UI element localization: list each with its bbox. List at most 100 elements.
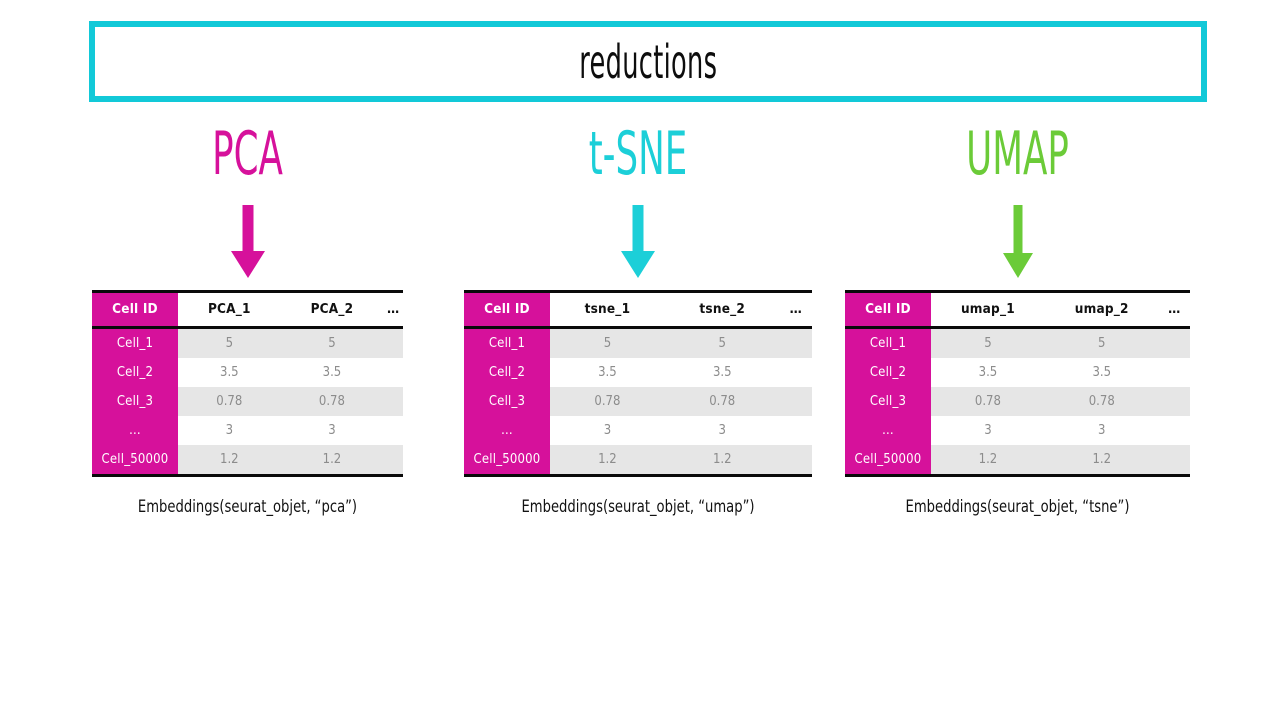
table-header-row: Cell ID PCA_1 PCA_2 … bbox=[92, 291, 403, 328]
cell-value-more bbox=[383, 416, 403, 445]
reduction-column-tsne: t-SNE Cell ID tsne_1 tsne_2 … Cell_1 5 5 bbox=[464, 118, 812, 518]
cell-value-more bbox=[383, 358, 403, 387]
cell-value-dim1: 5 bbox=[550, 327, 665, 358]
cell-value-more bbox=[779, 416, 812, 445]
cell-value-dim1: 1.2 bbox=[178, 445, 281, 476]
cell-id: Cell_1 bbox=[464, 327, 550, 358]
table-row: Cell_3 0.78 0.78 bbox=[845, 387, 1190, 416]
cell-id: Cell_50000 bbox=[845, 445, 931, 476]
column-header-more: … bbox=[1158, 291, 1190, 328]
cell-value-dim1: 5 bbox=[931, 327, 1045, 358]
cell-value-dim1: 5 bbox=[178, 327, 281, 358]
table-header-row: Cell ID tsne_1 tsne_2 … bbox=[464, 291, 812, 328]
cell-value-dim1: 0.78 bbox=[178, 387, 281, 416]
table-row: … 3 3 bbox=[92, 416, 403, 445]
cell-value-dim1: 1.2 bbox=[550, 445, 665, 476]
cell-value-more bbox=[1158, 327, 1190, 358]
arrow-umap-wrap bbox=[845, 190, 1190, 290]
column-header-dim1: tsne_1 bbox=[550, 291, 665, 328]
column-header-dim1: PCA_1 bbox=[178, 291, 281, 328]
cell-id: Cell_1 bbox=[92, 327, 178, 358]
cell-id: Cell_1 bbox=[845, 327, 931, 358]
cell-value-dim2: 5 bbox=[1044, 327, 1159, 358]
cell-id: … bbox=[464, 416, 550, 445]
down-arrow-icon bbox=[230, 205, 265, 278]
cell-value-more bbox=[383, 387, 403, 416]
arrow-tsne-wrap bbox=[464, 190, 812, 290]
cell-value-more bbox=[1158, 387, 1190, 416]
down-arrow-icon bbox=[1002, 205, 1033, 278]
cell-value-more bbox=[1158, 358, 1190, 387]
column-header-cell-id: Cell ID bbox=[464, 291, 550, 328]
cell-id: Cell_3 bbox=[845, 387, 931, 416]
column-header-dim2: tsne_2 bbox=[664, 291, 780, 328]
method-heading-pca: PCA bbox=[212, 119, 283, 189]
cell-id: Cell_3 bbox=[92, 387, 178, 416]
cell-value-dim2: 0.78 bbox=[1044, 387, 1159, 416]
table-row: Cell_1 5 5 bbox=[845, 327, 1190, 358]
table-row: Cell_3 0.78 0.78 bbox=[464, 387, 812, 416]
table-row: Cell_50000 1.2 1.2 bbox=[92, 445, 403, 476]
cell-id: Cell_2 bbox=[92, 358, 178, 387]
cell-value-dim2: 3 bbox=[280, 416, 384, 445]
cell-id: Cell_2 bbox=[464, 358, 550, 387]
cell-value-dim1: 0.78 bbox=[550, 387, 665, 416]
caption-tsne: Embeddings(seurat_objet, “umap”) bbox=[521, 497, 755, 517]
cell-value-dim2: 5 bbox=[280, 327, 384, 358]
table-row: … 3 3 bbox=[845, 416, 1190, 445]
cell-value-dim2: 5 bbox=[664, 327, 780, 358]
cell-value-dim1: 1.2 bbox=[931, 445, 1045, 476]
table-row: Cell_1 5 5 bbox=[464, 327, 812, 358]
down-arrow-icon bbox=[621, 205, 655, 278]
table-row: Cell_3 0.78 0.78 bbox=[92, 387, 403, 416]
cell-value-dim2: 1.2 bbox=[664, 445, 780, 476]
cell-value-more bbox=[383, 327, 403, 358]
cell-id: Cell_3 bbox=[464, 387, 550, 416]
column-header-cell-id: Cell ID bbox=[845, 291, 931, 328]
table-row: Cell_1 5 5 bbox=[92, 327, 403, 358]
cell-id: Cell_2 bbox=[845, 358, 931, 387]
cell-value-dim1: 3.5 bbox=[550, 358, 665, 387]
cell-value-dim2: 1.2 bbox=[1044, 445, 1159, 476]
table-row: … 3 3 bbox=[464, 416, 812, 445]
cell-value-more bbox=[1158, 416, 1190, 445]
cell-value-more bbox=[779, 327, 812, 358]
reduction-column-umap: UMAP Cell ID umap_1 umap_2 … Cell_1 5 5 bbox=[845, 118, 1190, 518]
cell-value-dim1: 3 bbox=[550, 416, 665, 445]
column-header-more: … bbox=[383, 291, 403, 328]
column-header-dim2: PCA_2 bbox=[280, 291, 384, 328]
table-row: Cell_50000 1.2 1.2 bbox=[464, 445, 812, 476]
cell-id: … bbox=[845, 416, 931, 445]
table-header-row: Cell ID umap_1 umap_2 … bbox=[845, 291, 1190, 328]
cell-value-more bbox=[779, 445, 812, 476]
cell-id: … bbox=[92, 416, 178, 445]
cell-value-dim1: 3.5 bbox=[178, 358, 281, 387]
cell-value-dim1: 0.78 bbox=[931, 387, 1045, 416]
cell-value-dim2: 3.5 bbox=[664, 358, 780, 387]
cell-value-dim1: 3.5 bbox=[931, 358, 1045, 387]
arrow-pca-wrap bbox=[92, 190, 403, 290]
method-heading-tsne: t-SNE bbox=[588, 119, 688, 189]
column-header-more: … bbox=[779, 291, 812, 328]
cell-value-dim2: 3.5 bbox=[280, 358, 384, 387]
page-title: reductions bbox=[579, 34, 717, 89]
cell-value-dim1: 3 bbox=[931, 416, 1045, 445]
cell-value-dim2: 0.78 bbox=[280, 387, 384, 416]
cell-value-more bbox=[383, 445, 403, 476]
cell-value-dim1: 3 bbox=[178, 416, 281, 445]
cell-value-dim2: 0.78 bbox=[664, 387, 780, 416]
table-row: Cell_50000 1.2 1.2 bbox=[845, 445, 1190, 476]
embeddings-table-pca: Cell ID PCA_1 PCA_2 … Cell_1 5 5 Cell_2 … bbox=[92, 290, 403, 477]
method-heading-umap: UMAP bbox=[966, 119, 1069, 189]
cell-value-dim2: 3 bbox=[1044, 416, 1159, 445]
column-header-dim1: umap_1 bbox=[931, 291, 1045, 328]
column-header-dim2: umap_2 bbox=[1044, 291, 1159, 328]
caption-pca: Embeddings(seurat_objet, “pca”) bbox=[137, 497, 358, 517]
cell-value-more bbox=[779, 358, 812, 387]
column-header-cell-id: Cell ID bbox=[92, 291, 178, 328]
embeddings-table-tsne: Cell ID tsne_1 tsne_2 … Cell_1 5 5 Cell_… bbox=[464, 290, 812, 477]
cell-value-more bbox=[1158, 445, 1190, 476]
table-row: Cell_2 3.5 3.5 bbox=[464, 358, 812, 387]
table-row: Cell_2 3.5 3.5 bbox=[92, 358, 403, 387]
caption-umap: Embeddings(seurat_objet, “tsne”) bbox=[905, 497, 1130, 517]
